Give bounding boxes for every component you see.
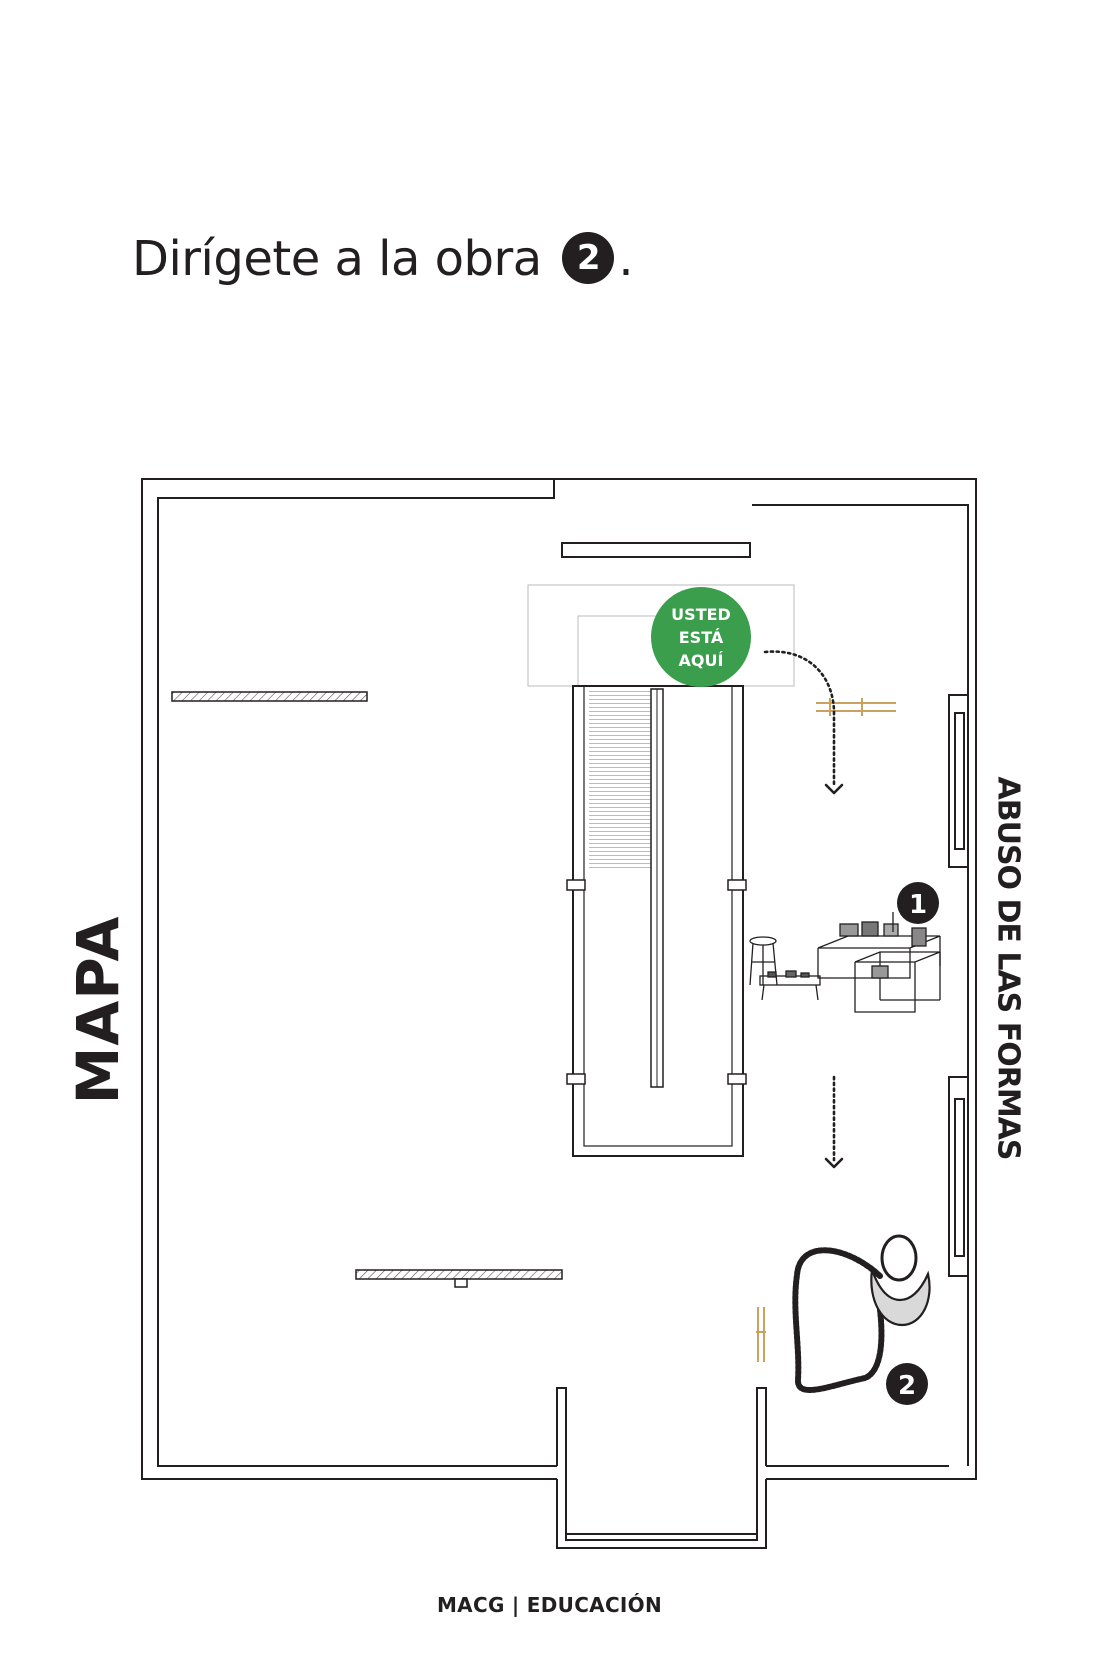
artwork-marker-2-number: 2 — [898, 1371, 916, 1401]
central-staircase — [566, 685, 747, 1157]
you-are-here-line-3: AQUÍ — [679, 651, 724, 670]
artwork-marker-1: 1 — [897, 882, 939, 924]
you-are-here-line-2: ESTÁ — [679, 628, 724, 647]
artwork-2-sketch — [792, 1234, 931, 1393]
arrow-heads — [824, 783, 844, 1169]
you-are-here-line-1: USTED — [671, 605, 731, 624]
instruction-heading: Dirígete a la obra 2. — [132, 231, 634, 287]
instruction-suffix: . — [618, 231, 634, 287]
footer-credit: MACG | EDUCACIÓN — [436, 1593, 663, 1617]
walls — [141, 478, 977, 1549]
artwork-marker-2: 2 — [886, 1363, 928, 1405]
partition-walls — [171, 691, 563, 1288]
artwork-1-sketch — [749, 912, 941, 1013]
artwork-marker-1-number: 1 — [909, 890, 927, 920]
route-arrows — [763, 650, 836, 1162]
instruction-text: Dirígete a la obra — [132, 231, 542, 287]
you-are-here-marker: USTED ESTÁ AQUÍ — [651, 587, 751, 687]
artwork-number-badge: 2 — [562, 232, 615, 284]
door-accents — [756, 698, 896, 1362]
